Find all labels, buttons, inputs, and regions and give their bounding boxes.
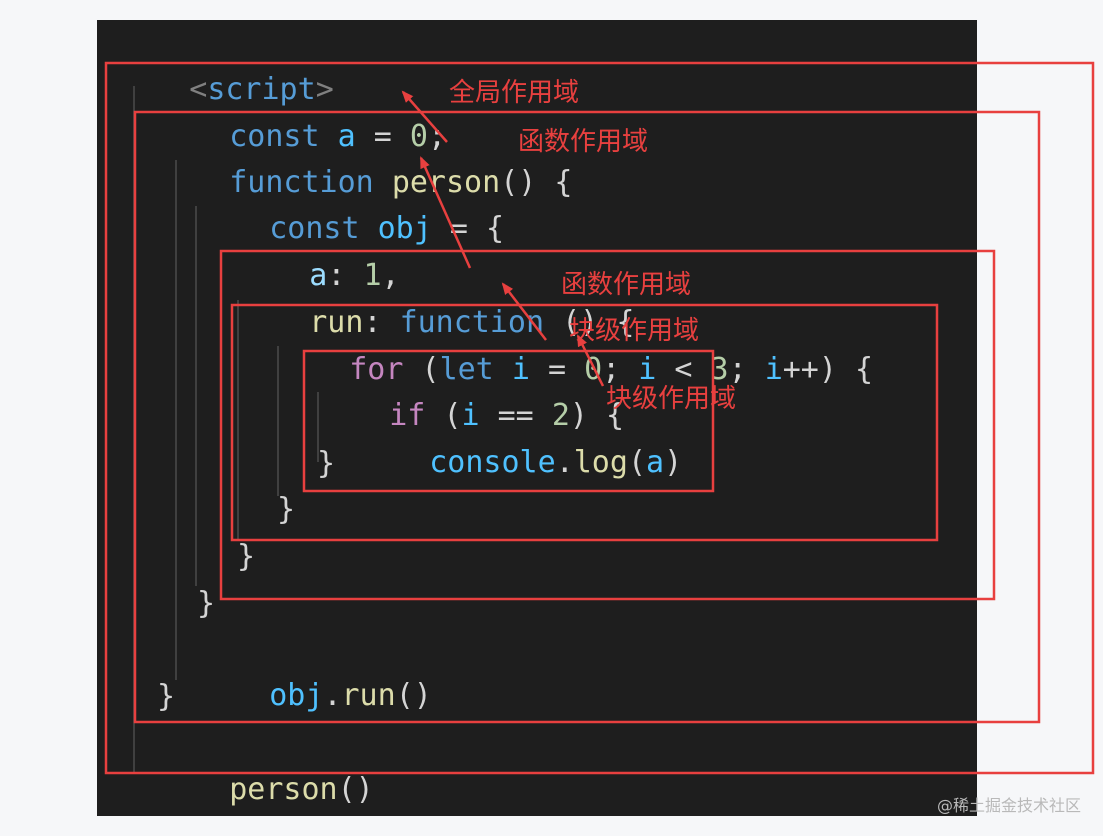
code-line-close-run: }: [237, 534, 255, 580]
operator: ++: [782, 352, 819, 387]
operator: =: [449, 211, 468, 246]
punctuation: (): [337, 772, 374, 807]
identifier: a: [646, 445, 665, 480]
punctuation: (: [627, 445, 646, 480]
code-line-close-if: }: [317, 441, 335, 487]
block-scope-label-for: 块级作用域: [569, 316, 700, 346]
punctuation: (): [500, 165, 537, 200]
block-scope-label-if: 块级作用域: [606, 384, 737, 414]
code-line-prop-a: a: 1,: [237, 207, 399, 293]
punctuation: ): [664, 445, 683, 480]
code-line-const-obj: const obj = {: [197, 160, 504, 246]
function-name: person: [229, 772, 338, 807]
identifier: i: [764, 352, 783, 387]
number-literal: 3: [710, 352, 729, 387]
code-line-close-person: }: [157, 674, 175, 720]
identifier: console: [429, 445, 556, 480]
code-line-const-a: const a = 0;: [157, 68, 446, 154]
code-line-script-close: </script>: [117, 768, 352, 814]
code-line-script-open: <script>: [117, 21, 334, 107]
code-line-if: if (i == 2) {: [317, 347, 624, 433]
punctuation: {: [554, 165, 573, 200]
global-scope-label: 全局作用域: [449, 78, 580, 108]
operator: <: [674, 352, 693, 387]
punctuation: }: [317, 446, 336, 481]
punctuation: }: [197, 586, 216, 621]
code-line-close-for: }: [277, 487, 295, 533]
code-line-person-call: person(): [157, 721, 374, 807]
method-name: run: [341, 678, 396, 713]
punctuation: }: [157, 679, 176, 714]
punctuation: {: [855, 352, 874, 387]
punctuation: {: [486, 211, 505, 246]
punctuation: ): [818, 352, 837, 387]
function-scope-label-run: 函数作用域: [561, 270, 692, 300]
watermark: @稀土掘金技术社区: [936, 796, 1081, 815]
punctuation: (): [395, 678, 432, 713]
method-name: log: [573, 445, 628, 480]
punctuation: }: [277, 492, 296, 527]
indent-guide: [133, 86, 135, 772]
code-line-function-person: function person() {: [157, 114, 572, 200]
identifier: obj: [269, 678, 324, 713]
function-scope-label-person: 函数作用域: [518, 127, 649, 157]
punctuation: .: [323, 678, 342, 713]
punctuation: .: [555, 445, 574, 480]
code-line-close-obj: }: [197, 581, 215, 627]
punctuation: }: [237, 539, 256, 574]
code-line-obj-run: obj.run(): [197, 627, 432, 713]
punctuation: ;: [728, 352, 747, 387]
identifier: i: [638, 352, 657, 387]
